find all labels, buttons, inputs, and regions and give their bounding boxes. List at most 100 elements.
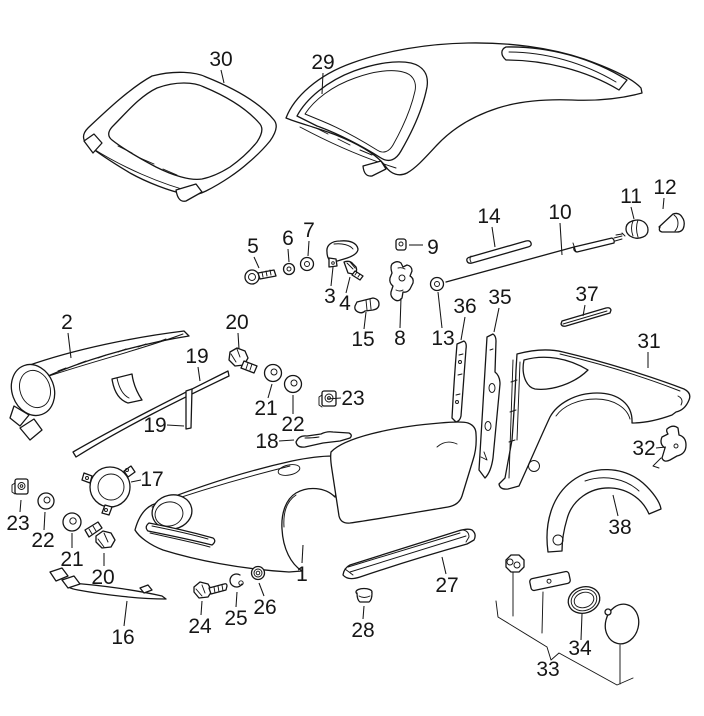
part-3-cover-plate-drawing [326, 240, 359, 268]
part-label-7[interactable]: 7 [303, 219, 315, 242]
leader-line-1 [301, 544, 304, 564]
leader-line-11 [630, 206, 635, 220]
part-label-21[interactable]: 21 [254, 397, 277, 420]
leader-line-8 [399, 297, 402, 329]
part-label-1[interactable]: 1 [296, 563, 308, 586]
part-label-6[interactable]: 6 [282, 227, 294, 250]
part-29-roof-panel-drawing [285, 42, 643, 177]
leader-line-34 [580, 613, 583, 641]
part-21-washer-upper-drawing [263, 363, 283, 383]
leader-line-25 [235, 591, 238, 608]
part-14-rod-drawing [466, 240, 532, 264]
part-label-37[interactable]: 37 [575, 283, 598, 306]
part-25-lock-washer-drawing [229, 573, 244, 588]
leader-line-19 [166, 424, 185, 427]
part-22-washer-upper-drawing [283, 374, 303, 394]
leader-line-27 [441, 556, 447, 575]
part-22-washer-lower-drawing [37, 492, 55, 510]
part-10-pull-rod-drawing [445, 232, 626, 283]
part-9-clip-drawing [395, 238, 407, 251]
part-label-25[interactable]: 25 [224, 607, 247, 630]
part-label-36[interactable]: 36 [453, 295, 476, 318]
part-label-22[interactable]: 22 [31, 529, 54, 552]
leader-line-15 [363, 311, 367, 330]
part-label-29[interactable]: 29 [311, 51, 334, 74]
part-21-washer-lower-drawing [62, 512, 82, 532]
leader-line-7 [307, 240, 310, 257]
leader-line-29 [321, 72, 324, 95]
part-label-24[interactable]: 24 [188, 615, 212, 638]
part-label-2[interactable]: 2 [61, 311, 73, 334]
part-label-5[interactable]: 5 [247, 235, 259, 258]
part-label-34[interactable]: 34 [568, 637, 592, 660]
part-label-3[interactable]: 3 [324, 285, 336, 308]
part-19-trim-strips-drawing [72, 370, 230, 458]
leader-line-19 [197, 366, 201, 382]
part-label-9[interactable]: 9 [427, 236, 439, 259]
leader-line-21 [267, 383, 273, 399]
part-33-oval-cap-drawing [604, 603, 640, 645]
part-label-19[interactable]: 19 [143, 414, 166, 437]
part-37-strip-drawing [560, 307, 612, 327]
part-label-17[interactable]: 17 [140, 468, 163, 491]
part-27-rocker-trim-drawing [342, 528, 476, 580]
leader-line-2 [67, 332, 72, 359]
part-label-11[interactable]: 11 [620, 185, 642, 208]
leader-line-23 [19, 499, 22, 513]
part-label-18[interactable]: 18 [255, 430, 278, 453]
leader-line-22 [43, 511, 46, 531]
leader-line-23 [326, 397, 342, 400]
part-20-bolt-lower-drawing [84, 521, 116, 549]
part-label-10[interactable]: 10 [548, 201, 571, 224]
part-26-grommet-washer-drawing [250, 565, 266, 581]
leader-line-26 [258, 582, 265, 597]
part-label-8[interactable]: 8 [394, 327, 406, 350]
part-20-bolt-upper-drawing [228, 347, 258, 374]
part-label-12[interactable]: 12 [653, 176, 676, 199]
part-8-latch-bracket-drawing [389, 261, 414, 302]
part-28-grommet-drawing [355, 587, 373, 603]
leader-line-28 [362, 605, 365, 620]
part-label-35[interactable]: 35 [488, 286, 511, 309]
part-label-28[interactable]: 28 [351, 619, 374, 642]
part-38-wheel-arch-guard-drawing [546, 468, 662, 553]
part-15-plug-drawing [354, 297, 380, 314]
part-24-bolt-drawing [193, 581, 228, 599]
part-label-22[interactable]: 22 [281, 413, 304, 436]
part-label-27[interactable]: 27 [435, 574, 458, 597]
part-label-26[interactable]: 26 [253, 596, 276, 619]
part-7-washer-drawing [299, 256, 315, 272]
part-label-38[interactable]: 38 [608, 516, 631, 539]
part-label-4[interactable]: 4 [339, 292, 351, 315]
part-label-23[interactable]: 23 [341, 387, 364, 410]
leader-line-16 [123, 600, 128, 627]
part-label-32[interactable]: 32 [632, 437, 655, 460]
part-1-front-fender-drawing [134, 455, 341, 573]
leader-line-6 [287, 248, 290, 263]
part-label-23[interactable]: 23 [6, 512, 29, 535]
part-32-bracket-drawing [652, 425, 687, 469]
part-label-14[interactable]: 14 [477, 205, 501, 228]
leader-line-24 [200, 600, 203, 616]
part-label-13[interactable]: 13 [431, 327, 454, 350]
leader-line-38 [612, 494, 619, 517]
leader-line-36 [460, 316, 466, 341]
leader-line-4 [345, 276, 351, 294]
part-label-16[interactable]: 16 [111, 626, 134, 649]
part-6-washer-drawing [282, 262, 296, 276]
part-label-33[interactable]: 33 [536, 658, 559, 681]
leader-line-14 [491, 226, 496, 248]
part-label-20[interactable]: 20 [225, 311, 248, 334]
leader-line-5 [253, 256, 260, 269]
part-label-19[interactable]: 19 [185, 345, 208, 368]
part-label-21[interactable]: 21 [60, 548, 83, 571]
part-label-30[interactable]: 30 [209, 48, 232, 71]
part-label-15[interactable]: 15 [351, 328, 374, 351]
part-label-20[interactable]: 20 [91, 566, 114, 589]
part-5-screw-drawing [244, 269, 277, 285]
part-label-31[interactable]: 31 [637, 330, 660, 353]
part-33-plate-drawing [529, 570, 571, 592]
leader-line-10 [559, 222, 563, 256]
